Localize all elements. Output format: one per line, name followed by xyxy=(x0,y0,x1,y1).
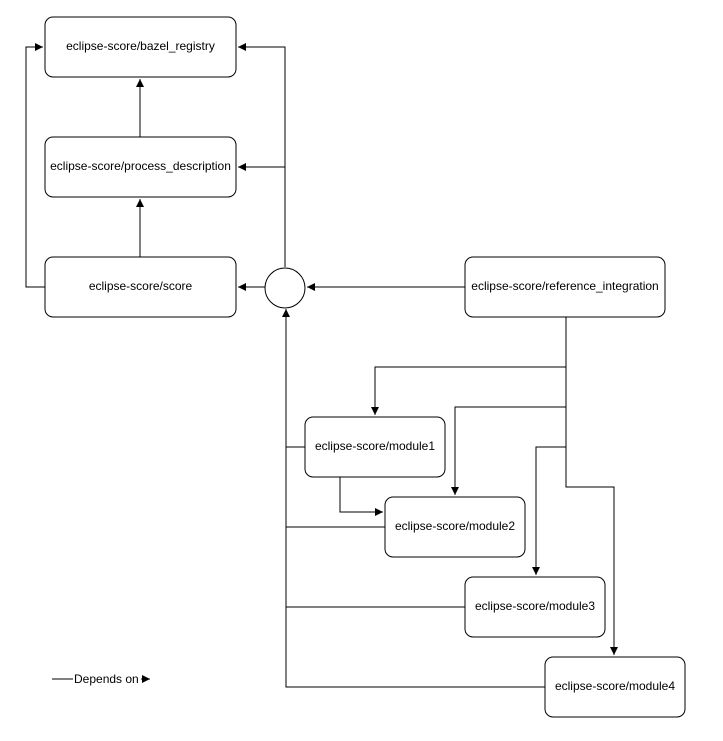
node-module4-label: eclipse-score/module4 xyxy=(555,679,675,693)
node-reference-integration-label: eclipse-score/reference_integration xyxy=(471,279,658,293)
node-bazel-registry-label: eclipse-score/bazel_registry xyxy=(66,39,215,53)
node-module2: eclipse-score/module2 xyxy=(384,496,526,558)
legend: Depends on xyxy=(52,671,150,687)
node-module2-label: eclipse-score/module2 xyxy=(395,519,515,533)
node-score-label: eclipse-score/score xyxy=(89,279,193,293)
node-score: eclipse-score/score xyxy=(44,256,237,318)
dependency-hub-node xyxy=(264,267,306,309)
node-module4: eclipse-score/module4 xyxy=(544,656,686,718)
edge-score-to-bazel-registry xyxy=(25,43,45,288)
edges xyxy=(25,43,618,688)
node-process-description-label: eclipse-score/process_description xyxy=(50,159,231,173)
edge-reference-integration-to-module3 xyxy=(532,407,567,575)
edge-module1-to-module2 xyxy=(339,477,383,516)
edge-hub-to-bazel-registry xyxy=(238,43,286,267)
node-process-description: eclipse-score/process_description xyxy=(44,136,237,198)
legend-label-bg xyxy=(73,671,141,687)
node-module1: eclipse-score/module1 xyxy=(304,416,446,478)
node-bazel-registry: eclipse-score/bazel_registry xyxy=(44,16,237,78)
edge-module4-to-hub xyxy=(282,309,545,688)
edge-reference-integration-to-module1 xyxy=(371,317,567,415)
edge-reference-integration-to-module2 xyxy=(451,367,567,495)
node-reference-integration: eclipse-score/reference_integration xyxy=(464,256,666,318)
edge-reference-integration-to-module4 xyxy=(565,447,618,655)
node-module3-label: eclipse-score/module3 xyxy=(475,599,595,613)
node-module3: eclipse-score/module3 xyxy=(464,576,606,638)
legend-label: Depends on xyxy=(74,672,139,686)
node-module1-label: eclipse-score/module1 xyxy=(315,439,435,453)
